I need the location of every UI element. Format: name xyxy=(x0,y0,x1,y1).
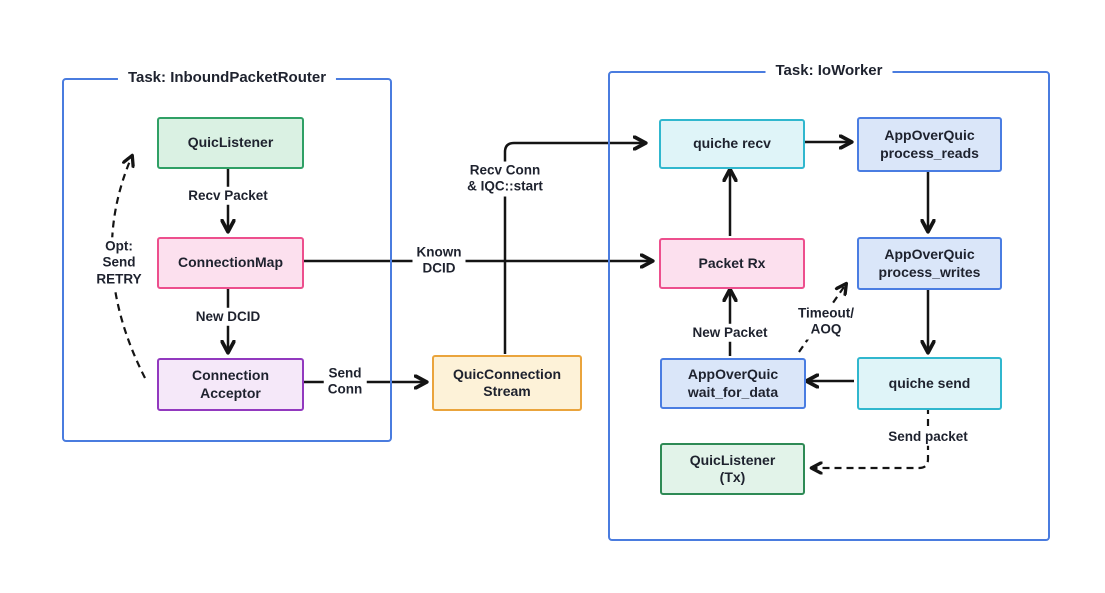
node-packet-rx-label: Packet Rx xyxy=(698,254,766,271)
edge-label-recv-packet: Recv Packet xyxy=(184,186,272,206)
node-packet-rx: Packet Rx xyxy=(659,238,805,289)
edge-label-known-dcid: Known DCID xyxy=(412,243,466,279)
node-process-writes: AppOverQuic process_writes xyxy=(857,237,1002,290)
container-io-worker: Task: IoWorker xyxy=(608,62,1050,541)
edge-label-new-dcid: New DCID xyxy=(191,307,265,327)
edge-label-opt-send-retry: Opt: Send RETRY xyxy=(92,237,146,289)
node-connection-acceptor-label: Connection Acceptor xyxy=(192,367,269,401)
node-quic-listener-label: QuicListener xyxy=(187,134,274,151)
container-inbound-title: Task: InboundPacketRouter xyxy=(117,69,337,86)
node-quic-listener: QuicListener xyxy=(157,117,304,169)
edge-label-recv-conn-iqc: Recv Conn & IQC::start xyxy=(463,161,547,197)
node-process-reads-label: AppOverQuic process_reads xyxy=(880,127,979,161)
container-inbound-packet-router: Task: InboundPacketRouter xyxy=(62,69,392,442)
node-connection-map-label: ConnectionMap xyxy=(178,254,283,271)
node-wait-for-data: AppOverQuic wait_for_data xyxy=(660,358,806,409)
node-quic-listener-tx-label: QuicListener (Tx) xyxy=(689,451,776,485)
node-quic-connection-stream: QuicConnection Stream xyxy=(432,355,582,411)
node-wait-for-data-label: AppOverQuic wait_for_data xyxy=(687,366,779,400)
node-quiche-send-label: quiche send xyxy=(888,374,971,391)
node-quiche-recv-label: quiche recv xyxy=(693,135,771,152)
edge-label-new-packet: New Packet xyxy=(688,323,772,343)
node-quiche-send: quiche send xyxy=(857,357,1002,410)
edge-label-timeout-aoq: Timeout/ AOQ xyxy=(793,304,859,340)
node-connection-acceptor: Connection Acceptor xyxy=(157,358,304,411)
node-quic-connection-stream-label: QuicConnection Stream xyxy=(452,365,562,399)
node-quic-listener-tx: QuicListener (Tx) xyxy=(660,443,805,495)
edge-send-packet-line xyxy=(812,407,930,468)
edge-recv-conn-iqc-line xyxy=(503,143,645,354)
node-process-reads: AppOverQuic process_reads xyxy=(857,117,1002,172)
edge-label-send-conn: Send Conn xyxy=(323,364,367,400)
node-quiche-recv: quiche recv xyxy=(659,119,805,169)
edge-label-send-packet: Send packet xyxy=(884,427,972,447)
node-process-writes-label: AppOverQuic process_writes xyxy=(878,246,981,280)
node-connection-map: ConnectionMap xyxy=(157,237,304,289)
container-ioworker-title: Task: IoWorker xyxy=(765,62,893,79)
